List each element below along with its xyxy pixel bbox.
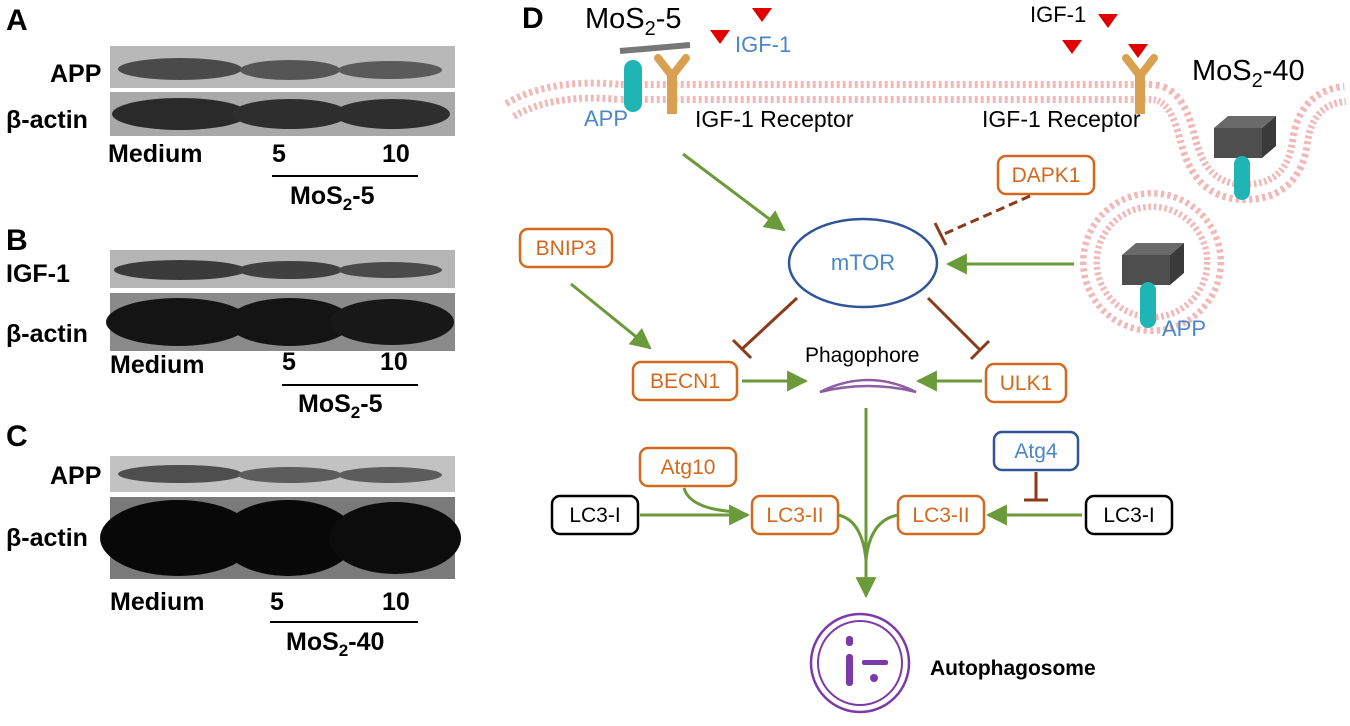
igf1-receptor-left-label: IGF-1 Receptor	[695, 106, 854, 132]
igf1-left-label: IGF-1	[735, 32, 791, 57]
arrow-receptor-to-mtor	[682, 152, 786, 232]
panel-c-actin-blot	[100, 497, 461, 579]
cell-membrane	[504, 79, 1347, 204]
inhibit-mtor-becn1	[740, 296, 799, 351]
panel-a-lane-medium: Medium	[108, 140, 202, 168]
ulk1-label: ULK1	[1000, 372, 1053, 395]
panel-d: D MoS2-5 IGF-1 IGF-1 APP IGF-1 Receptor …	[504, 2, 1347, 714]
lc3i-left-node	[550, 494, 640, 536]
atg4-label: Atg4	[1014, 440, 1058, 463]
panel-a-row-app-label: APP	[50, 60, 101, 88]
lc3ii-left-label: LC3-II	[766, 504, 823, 527]
panel-b-igf1-blot	[110, 250, 455, 288]
dapk1-label: DAPK1	[1012, 164, 1081, 187]
lc3ii-right-label: LC3-II	[912, 504, 969, 527]
arrow-lc3ii-left-merge	[837, 513, 868, 561]
panel-a-app-blot	[110, 46, 455, 88]
mos2-40-block-vesicle	[1122, 243, 1184, 328]
phagophore-shape	[819, 378, 917, 394]
activation-arrows	[570, 152, 1082, 599]
mos2-5-nanosheet	[619, 42, 691, 54]
panel-a-actin-blot	[110, 92, 455, 136]
panel-b-letter: B	[6, 224, 28, 257]
mos2-5-label: MoS2-5	[585, 3, 682, 40]
panel-c-row-app-label: APP	[50, 462, 101, 490]
igf1-triangle-3	[1098, 14, 1118, 28]
igf1-triangle-4	[1062, 40, 1082, 54]
panel-c-app-blot	[110, 456, 455, 492]
becn1-node	[631, 360, 739, 402]
app-left-label: APP	[584, 106, 628, 131]
lc3i-right-node	[1084, 494, 1174, 536]
dapk1-node	[996, 154, 1096, 196]
panel-b: B IGF-1 β-actin Medium 5 10 MoS2-5	[6, 224, 455, 422]
autophagosome-shape	[809, 612, 911, 714]
igf1-receptor-right-label: IGF-1 Receptor	[982, 106, 1141, 132]
atg4-node	[992, 430, 1080, 472]
igf1-triangle-2	[710, 30, 730, 44]
panel-b-actin-blot	[106, 293, 455, 351]
panel-b-row-actin-label: β-actin	[6, 320, 88, 348]
inhibit-dapk1-mtor	[943, 194, 1031, 236]
panel-a-letter: A	[6, 4, 28, 37]
becn1-label: BECN1	[650, 370, 720, 393]
atg10-label: Atg10	[661, 456, 716, 479]
arrow-lc3ii-right-merge	[864, 513, 899, 561]
mos2-40-label: MoS2-40	[1192, 55, 1305, 92]
panel-c-letter: C	[6, 420, 28, 453]
mos2-40-block-membrane	[1214, 116, 1276, 200]
inhibition-lines	[731, 194, 1048, 502]
lc3i-left-label: LC3-I	[569, 504, 620, 527]
panel-c-lane-5: 5	[270, 588, 284, 616]
panel-b-group-label: MoS2-5	[298, 390, 383, 422]
bnip3-node	[518, 227, 614, 269]
mtor-label: mTOR	[831, 250, 895, 275]
igf1-triangle-5	[1128, 44, 1148, 58]
arrow-atg10-curve	[682, 487, 741, 514]
autophagosome-label: Autophagosome	[930, 657, 1096, 680]
arrow-bnip3-to-becn1	[570, 282, 652, 350]
bnip3-label: BNIP3	[536, 237, 597, 260]
igf1-triangle-1	[752, 8, 772, 22]
phagophore-label: Phagophore	[805, 344, 919, 367]
igf1-right-label: IGF-1	[1030, 2, 1086, 27]
panel-c: C APP β-actin Medium 5 10 MoS2-40	[6, 420, 461, 660]
inhibit-mtor-ulk1	[926, 296, 982, 352]
panel-a: A APP β-actin Medium 5 10 MoS2-5	[6, 4, 455, 214]
lc3i-right-label: LC3-I	[1103, 504, 1154, 527]
panel-b-lane-5: 5	[282, 348, 296, 376]
panel-c-lane-10: 10	[382, 588, 410, 616]
atg10-node	[638, 446, 738, 488]
app-protein-left	[624, 60, 642, 112]
panel-d-letter: D	[522, 2, 544, 35]
panel-b-lane-medium: Medium	[110, 351, 204, 379]
panel-a-group-label: MoS2-5	[290, 182, 375, 214]
panel-b-row-igf1-label: IGF-1	[6, 260, 70, 288]
ulk1-node	[984, 362, 1068, 404]
panel-a-row-actin-label: β-actin	[6, 106, 88, 134]
mtor-node	[787, 217, 939, 309]
igf1-receptor-right	[1122, 54, 1158, 114]
panel-c-group-label: MoS2-40	[286, 628, 384, 660]
igf1-receptor-left	[654, 54, 690, 114]
panel-a-lane-10: 10	[382, 140, 410, 168]
panel-b-lane-10: 10	[380, 348, 408, 376]
panel-c-lane-medium: Medium	[110, 588, 204, 616]
app-vesicle-label: APP	[1162, 316, 1206, 341]
panel-a-lane-5: 5	[272, 140, 286, 168]
panel-c-row-actin-label: β-actin	[6, 524, 88, 552]
